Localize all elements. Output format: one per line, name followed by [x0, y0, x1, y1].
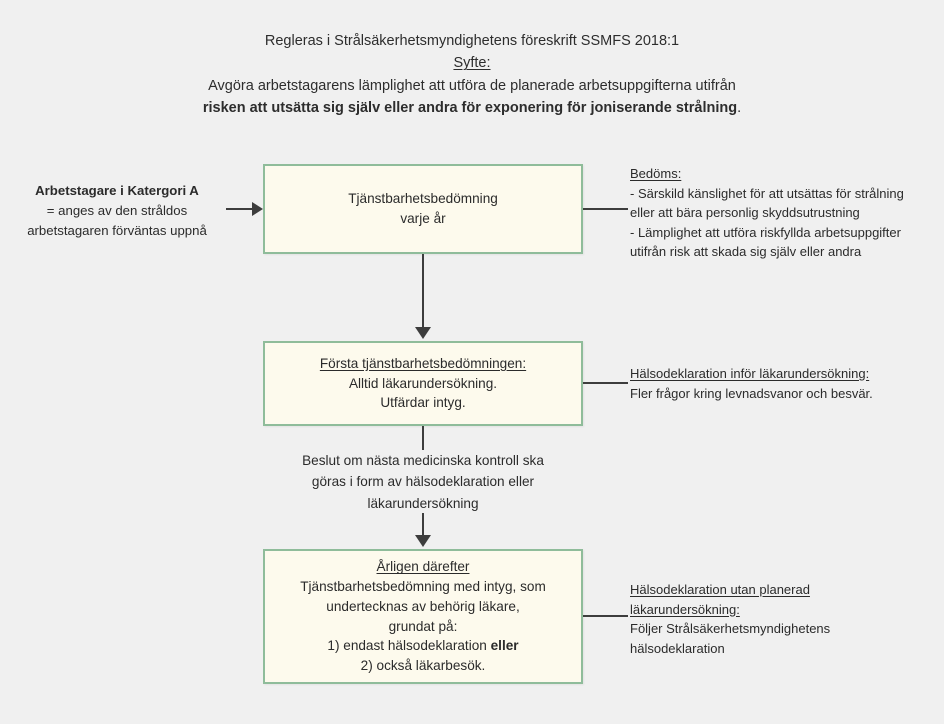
box-3-option-1-emphasis: eller: [490, 638, 519, 654]
header-purpose-line-2: risken att utsätta sig själv eller andra…: [0, 97, 944, 119]
note-assessment-criteria: Bedöms: - Särskild känslighet för att ut…: [630, 164, 940, 262]
note-1-line-3: - Lämplighet att utföra riskfyllda arbet…: [630, 224, 901, 240]
header-purpose-label: Syfte:: [0, 52, 944, 74]
box-2-line-2: Utfärdar intyg.: [380, 395, 466, 411]
side-connector-1: [583, 208, 628, 210]
worker-category-label: Arbetstagare i Katergori A = anges av de…: [12, 181, 222, 240]
note-1-line-4: utifrån risk att skada sig själv eller a…: [630, 244, 862, 259]
side-connector-3: [583, 615, 628, 617]
entry-arrow-line: [226, 208, 254, 210]
note-health-declaration-before-exam: Hälsodeklaration inför läkarundersökning…: [630, 364, 940, 403]
decision-text: Beslut om nästa medicinska kontroll ska …: [263, 450, 583, 514]
process-box-first-assessment[interactable]: Första tjänstbarhetsbedömningen: Alltid …: [263, 341, 583, 426]
connector-midtext-to-box3-arrow-icon: [415, 535, 431, 547]
side-connector-2: [583, 382, 628, 384]
box-1-line-2: varje år: [400, 211, 446, 226]
header-purpose-line-1: Avgöra arbetstagarens lämplighet att utf…: [208, 77, 736, 94]
note-2-heading: Hälsodeklaration inför läkarundersökning…: [630, 366, 870, 381]
note-3-heading-line-2: läkarundersökning:: [630, 601, 740, 617]
note-health-declaration-no-exam: Hälsodeklaration utan planerad läkarunde…: [630, 580, 940, 658]
box-3-option-1-text: 1) endast hälsodeklaration: [327, 638, 491, 654]
worker-category-line-2: arbetstagaren förväntas uppnå: [27, 222, 207, 238]
header-purpose-period: .: [737, 100, 742, 117]
mid-text-line-3: läkarundersökning: [367, 495, 479, 511]
worker-category-heading: Arbetstagare i Katergori A: [35, 183, 199, 198]
note-1-heading: Bedöms:: [630, 166, 682, 181]
note-3-heading-line-1: Hälsodeklaration utan planerad: [630, 582, 810, 597]
header-purpose-line-2-text: risken att utsätta sig själv eller andra…: [202, 100, 738, 117]
note-1-line-1: - Särskild känslighet för att utsättas f…: [630, 185, 904, 201]
box-3-line-3: grundat på:: [388, 618, 458, 634]
header-purpose-label-text: Syfte:: [453, 55, 491, 72]
box-3-line-1: Tjänstbarhetsbedömning med intyg, som: [300, 579, 546, 595]
header-regulation-line: Regleras i Strålsäkerhetsmyndighetens fö…: [264, 33, 680, 49]
worker-category-line-1: = anges av den stråldos: [46, 202, 188, 218]
note-3-line-1: Följer Strålsäkerhetsmyndighetens: [630, 621, 831, 636]
mid-text-line-1: Beslut om nästa medicinska kontroll ska: [302, 453, 544, 468]
box-3-option-2: 2) också läkarbesök.: [360, 657, 486, 673]
connector-midtext-to-box3: [422, 513, 424, 537]
connector-box1-to-box2: [422, 254, 424, 329]
note-1-line-2: eller att bära personlig skyddsutrustnin…: [630, 205, 860, 220]
box-3-line-2: undertecknas av behörig läkare,: [326, 598, 520, 614]
connector-box1-to-box2-arrow-icon: [415, 327, 431, 339]
process-box-annual-assessment[interactable]: Tjänstbarhetsbedömning varje år: [263, 164, 583, 254]
process-box-first-assessment-content: Första tjänstbarhetsbedömningen: Alltid …: [265, 354, 581, 413]
mid-text-line-2: göras i form av hälsodeklaration eller: [311, 474, 535, 490]
box-3-option-1: 1) endast hälsodeklaration eller: [275, 636, 571, 656]
note-2-line-1: Fler frågor kring levnadsvanor och besvä…: [630, 385, 873, 401]
process-box-yearly-thereafter[interactable]: Årligen därefter Tjänstbarhetsbedömning …: [263, 549, 583, 684]
box-1-line-1: Tjänstbarhetsbedömning: [348, 191, 498, 207]
connector-box2-to-midtext: [422, 426, 424, 450]
note-3-line-2: hälsodeklaration: [630, 640, 725, 656]
header-block: Regleras i Strålsäkerhetsmyndighetens fö…: [0, 30, 944, 120]
process-box-yearly-thereafter-content: Årligen därefter Tjänstbarhetsbedömning …: [265, 557, 581, 675]
process-box-annual-assessment-content: Tjänstbarhetsbedömning varje år: [265, 189, 581, 228]
entry-arrow-head-icon: [252, 202, 263, 216]
box-2-title: Första tjänstbarhetsbedömningen:: [319, 355, 527, 371]
box-2-line-1: Alltid läkarundersökning.: [348, 375, 498, 391]
box-3-title: Årligen därefter: [376, 559, 470, 575]
